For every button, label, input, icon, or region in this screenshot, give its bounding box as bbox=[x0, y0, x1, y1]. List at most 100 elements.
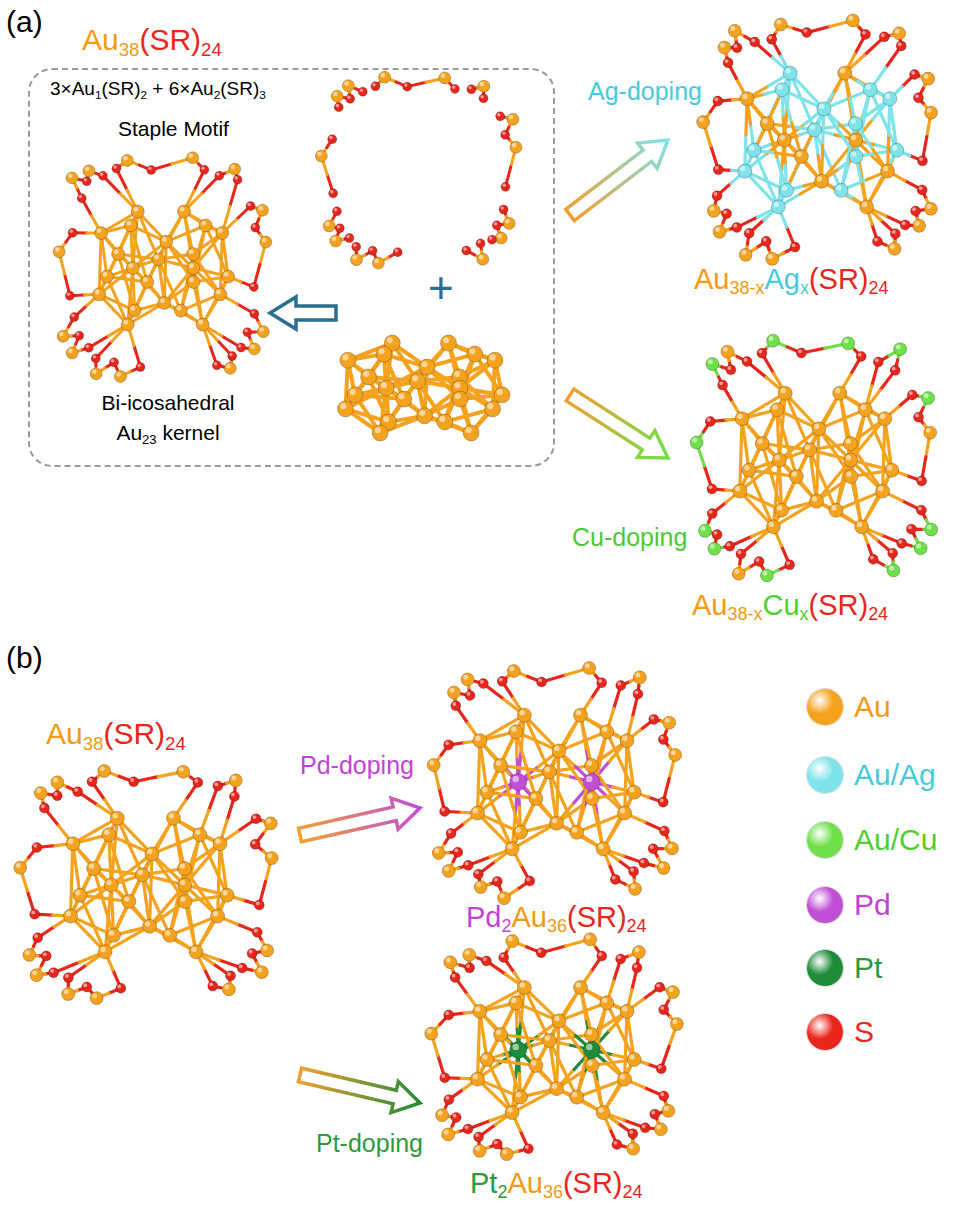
atom-highlight bbox=[763, 571, 768, 576]
atom bbox=[742, 463, 756, 477]
cluster-model bbox=[338, 335, 511, 441]
atom-highlight bbox=[861, 405, 866, 410]
atom bbox=[810, 494, 824, 508]
atom-highlight bbox=[68, 173, 73, 178]
atom bbox=[66, 172, 78, 184]
atom-highlight bbox=[489, 236, 492, 239]
atom-highlight bbox=[113, 813, 118, 818]
atom bbox=[860, 200, 874, 214]
atom-highlight bbox=[723, 347, 728, 352]
atom-highlight bbox=[858, 353, 862, 357]
atom bbox=[697, 116, 710, 129]
atom bbox=[503, 217, 515, 229]
atom bbox=[100, 270, 113, 283]
atom-highlight bbox=[497, 234, 502, 239]
atom-highlight bbox=[53, 778, 58, 783]
atom-highlight bbox=[374, 259, 379, 264]
bond bbox=[149, 234, 167, 242]
atom bbox=[331, 90, 343, 102]
atom bbox=[247, 948, 257, 958]
atom-highlight bbox=[198, 320, 203, 325]
atom-highlight bbox=[138, 870, 143, 875]
atom bbox=[766, 520, 780, 534]
atom-highlight bbox=[79, 195, 82, 198]
atom bbox=[167, 811, 181, 825]
atom-highlight bbox=[846, 438, 851, 443]
atom bbox=[492, 221, 501, 230]
atom bbox=[193, 828, 207, 842]
atom bbox=[254, 900, 264, 910]
atom bbox=[41, 951, 51, 961]
atom bbox=[66, 347, 78, 359]
bond bbox=[762, 189, 779, 207]
atom bbox=[32, 843, 42, 853]
atom bbox=[64, 909, 78, 923]
atom bbox=[196, 318, 209, 331]
atom-highlight bbox=[214, 782, 218, 786]
atom bbox=[467, 346, 483, 362]
atom-highlight bbox=[106, 880, 111, 885]
atom-highlight bbox=[857, 522, 862, 527]
atom bbox=[251, 814, 261, 824]
atom bbox=[897, 538, 907, 548]
atom-highlight bbox=[201, 166, 204, 169]
atom-highlight bbox=[719, 381, 723, 385]
atom-highlight bbox=[54, 792, 58, 796]
atom-highlight bbox=[176, 306, 181, 311]
atom-highlight bbox=[92, 369, 97, 374]
atom-highlight bbox=[32, 970, 37, 975]
cluster-model bbox=[14, 764, 278, 1004]
atom-highlight bbox=[332, 237, 337, 242]
atom-highlight bbox=[819, 104, 824, 109]
atom-highlight bbox=[68, 839, 73, 844]
atom-highlight bbox=[55, 247, 60, 252]
atom bbox=[735, 412, 749, 426]
atom-highlight bbox=[123, 320, 128, 325]
atom-highlight bbox=[918, 507, 922, 511]
cluster-model bbox=[697, 14, 938, 265]
atom-highlight bbox=[180, 207, 185, 212]
bond bbox=[867, 543, 873, 559]
atom bbox=[265, 852, 278, 865]
atom-highlight bbox=[908, 525, 912, 529]
atom-highlight bbox=[792, 471, 797, 476]
atom bbox=[147, 165, 156, 174]
atom bbox=[116, 983, 126, 993]
atom bbox=[177, 765, 190, 778]
bond bbox=[222, 336, 241, 347]
atom-highlight bbox=[915, 94, 919, 98]
atom bbox=[802, 28, 812, 38]
atom bbox=[887, 564, 900, 577]
atom bbox=[794, 149, 808, 163]
atom-highlight bbox=[831, 505, 836, 510]
atom bbox=[98, 945, 112, 959]
atom bbox=[707, 509, 717, 519]
atom bbox=[163, 928, 177, 942]
atom-highlight bbox=[231, 776, 236, 781]
atom-highlight bbox=[714, 192, 718, 196]
atom bbox=[361, 369, 377, 385]
atom bbox=[371, 82, 380, 91]
atom-highlight bbox=[709, 510, 713, 514]
atom bbox=[419, 359, 435, 375]
bond bbox=[757, 509, 774, 527]
atom-highlight bbox=[846, 471, 851, 476]
atom-highlight bbox=[31, 911, 35, 915]
atom bbox=[14, 861, 27, 874]
bond bbox=[787, 347, 801, 353]
atom bbox=[499, 205, 508, 214]
atom-highlight bbox=[762, 118, 767, 123]
atom bbox=[916, 505, 926, 515]
atom-highlight bbox=[412, 375, 418, 381]
atom-highlight bbox=[505, 219, 510, 224]
atom bbox=[501, 182, 510, 191]
bond bbox=[537, 741, 559, 751]
bond bbox=[797, 421, 809, 449]
atom-highlight bbox=[252, 224, 255, 227]
atom bbox=[893, 27, 906, 40]
atom-highlight bbox=[709, 485, 713, 489]
atom-highlight bbox=[734, 44, 738, 48]
atom-highlight bbox=[769, 336, 774, 341]
atom-highlight bbox=[229, 353, 232, 356]
atom-highlight bbox=[874, 238, 878, 242]
